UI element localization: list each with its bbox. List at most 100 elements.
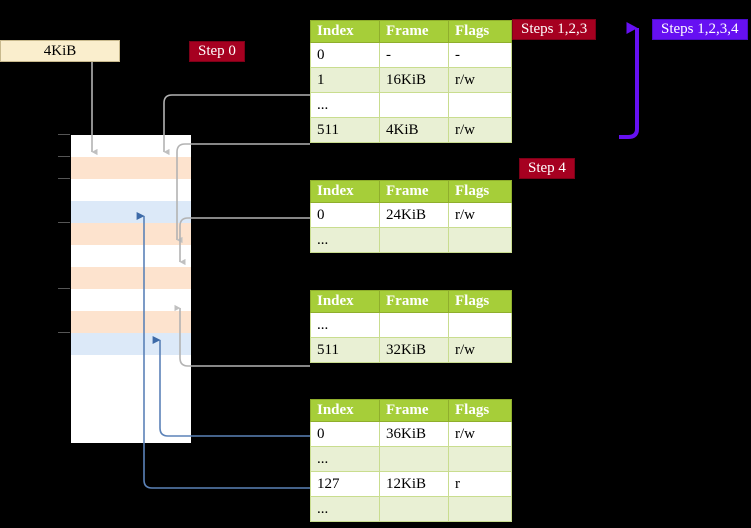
memory-tick (58, 288, 70, 289)
table-row: ... (310, 312, 512, 338)
memory-tick (58, 134, 70, 135)
table-cell: r (448, 471, 512, 497)
table-cell: 1 (310, 67, 380, 93)
badge-step-4: Step 4 (519, 158, 575, 179)
memory-frame-row (71, 223, 191, 246)
memory-frame-row (71, 289, 191, 312)
table-cell (379, 312, 449, 338)
memory-frame-row (71, 201, 191, 224)
table-cell: 12KiB (379, 471, 449, 497)
column-header-frame: Frame (379, 290, 449, 313)
column-header-index: Index (310, 180, 380, 203)
table-cell: 32KiB (379, 337, 449, 363)
memory-frame-row (71, 245, 191, 268)
table-cell (379, 92, 449, 118)
table-cell: r/w (448, 202, 512, 228)
table-cell: ... (310, 446, 380, 472)
table-cell: ... (310, 496, 380, 522)
table-cell: ... (310, 92, 380, 118)
memory-tick (58, 222, 70, 223)
column-header-index: Index (310, 20, 380, 43)
table-cell: 16KiB (379, 67, 449, 93)
arrow-steps-1234 (619, 22, 639, 139)
memory-frame-row (71, 157, 191, 180)
memory-tick (58, 332, 70, 333)
column-header-flags: Flags (448, 290, 512, 313)
physical-memory-column (70, 134, 191, 443)
wire-t0r511-to-memory (176, 143, 310, 244)
column-header-index: Index (310, 399, 380, 422)
table-cell: - (379, 42, 449, 68)
memory-frame-row (71, 179, 191, 202)
column-header-frame: Frame (379, 20, 449, 43)
table-cell: r/w (448, 421, 512, 447)
column-header-flags: Flags (448, 180, 512, 203)
table-cell (448, 227, 512, 253)
table-cell: r/w (448, 337, 512, 363)
memory-tick (58, 156, 70, 157)
table-cell: 0 (310, 42, 380, 68)
table-cell: r/w (448, 117, 512, 143)
table-cell: 0 (310, 421, 380, 447)
table-cell: 0 (310, 202, 380, 228)
column-header-flags: Flags (448, 20, 512, 43)
memory-frame-row (71, 135, 191, 158)
memory-frame-row (71, 377, 191, 400)
column-header-flags: Flags (448, 399, 512, 422)
table-row: 0-- (310, 42, 512, 68)
wire-t2r511-to-memory (174, 304, 310, 367)
badge-steps-1234-label: Steps 1,2,3,4 (661, 21, 739, 37)
badge-step-0-label: Step 0 (198, 43, 236, 59)
memory-tick (58, 178, 70, 179)
table-cell: ... (310, 312, 380, 338)
memory-frame-row (71, 267, 191, 290)
memory-frame-row (71, 399, 191, 422)
table-cell: 24KiB (379, 202, 449, 228)
badge-step-0: Step 0 (189, 41, 245, 62)
table-row: ... (310, 92, 512, 118)
table-cell: 511 (310, 337, 380, 363)
column-header-frame: Frame (379, 399, 449, 422)
table-cell: 511 (310, 117, 380, 143)
badge-steps-123-label: Steps 1,2,3 (521, 21, 588, 37)
memory-frame-row (71, 333, 191, 356)
table-cell: 127 (310, 471, 380, 497)
table-cell: 36KiB (379, 421, 449, 447)
table-row: ... (310, 446, 512, 472)
table-row: ... (310, 227, 512, 253)
table-cell (448, 446, 512, 472)
table-cell: - (448, 42, 512, 68)
column-header-frame: Frame (379, 180, 449, 203)
table-cell: ... (310, 227, 380, 253)
table-cell (379, 446, 449, 472)
table-cell (448, 496, 512, 522)
memory-frame-row (71, 355, 191, 378)
table-cell (448, 312, 512, 338)
memory-frame-row (71, 311, 191, 334)
table-cell: 4KiB (379, 117, 449, 143)
table-row: ... (310, 496, 512, 522)
table-cell (379, 227, 449, 253)
table-cell (448, 92, 512, 118)
column-header-index: Index (310, 290, 380, 313)
size-label-box: 4KiB (0, 40, 120, 62)
badge-step-4-label: Step 4 (528, 160, 566, 176)
size-label-text: 4KiB (43, 42, 77, 59)
memory-frame-row (71, 421, 191, 443)
badge-steps-1234: Steps 1,2,3,4 (652, 19, 748, 40)
table-cell: r/w (448, 67, 512, 93)
